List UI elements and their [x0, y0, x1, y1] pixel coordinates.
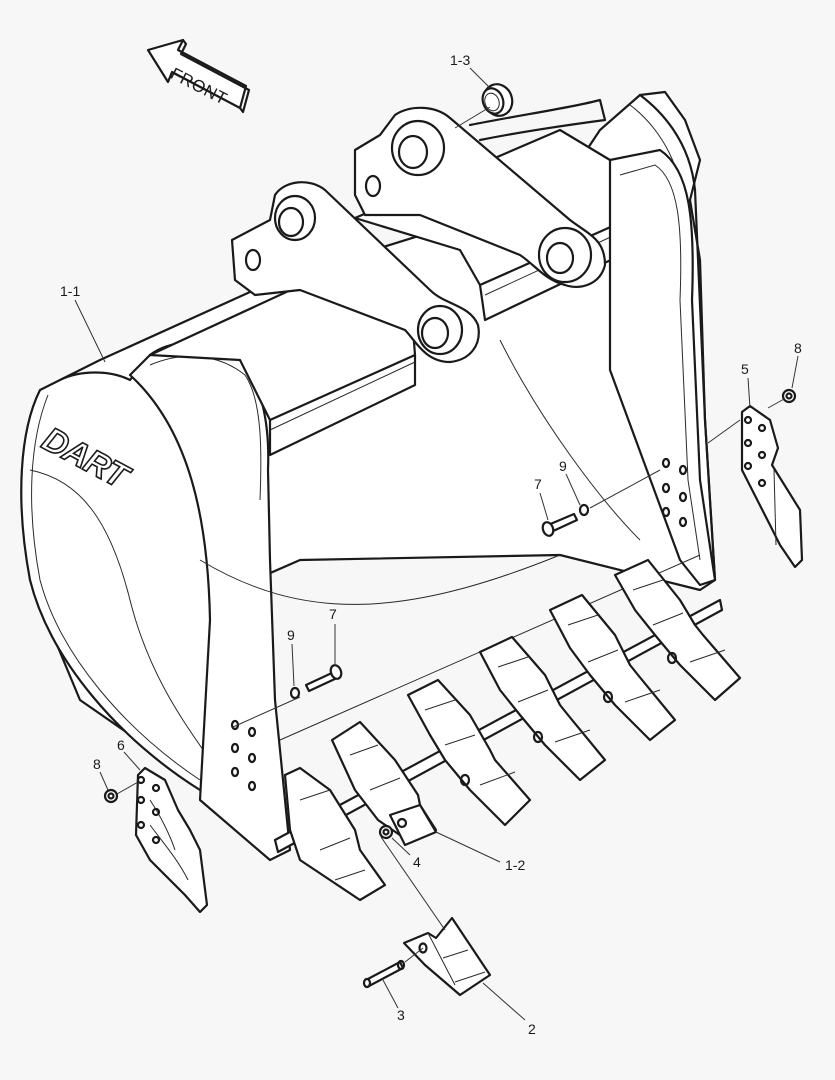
- callout-6: 6: [117, 737, 125, 753]
- lock-washer-part: [378, 824, 394, 840]
- nut-right: [781, 388, 797, 404]
- callout-9-right: 9: [559, 458, 567, 474]
- bushing-part: [481, 83, 514, 117]
- pin-part: [362, 959, 406, 989]
- callout-8-left: 8: [93, 756, 101, 772]
- callout-3: 3: [397, 1007, 405, 1023]
- bolt-left: [304, 664, 343, 693]
- callout-7-left: 7: [329, 606, 337, 622]
- callout-7-right: 7: [534, 476, 542, 492]
- callout-4: 4: [413, 854, 421, 870]
- tooth-4: [478, 635, 607, 782]
- washer-right: [578, 503, 590, 517]
- side-cutter-right: [740, 404, 804, 569]
- callout-2: 2: [528, 1021, 536, 1037]
- callout-9-left: 9: [287, 627, 295, 643]
- callout-8-right: 8: [794, 340, 802, 356]
- callout-1-3: 1-3: [450, 52, 471, 68]
- bolt-right: [541, 512, 579, 537]
- bucket-teeth: [283, 558, 742, 902]
- bolt-holes-right: [661, 457, 688, 528]
- callout-1-1: 1-1: [60, 283, 81, 299]
- side-cutter-left: [134, 766, 209, 914]
- tooth-3: [406, 678, 532, 827]
- mounting-bracket-right: [353, 106, 607, 288]
- callout-5: 5: [741, 361, 749, 377]
- tooth-part-exploded: [402, 916, 492, 997]
- front-arrow-icon: [146, 38, 251, 114]
- callout-1-2: 1-2: [505, 857, 526, 873]
- tooth-1: [283, 766, 387, 902]
- bolt-holes-left: [230, 719, 257, 792]
- washer-left: [289, 686, 301, 700]
- nut-left: [103, 788, 119, 804]
- tooth-6: [613, 558, 742, 702]
- tooth-5: [548, 593, 677, 742]
- mounting-bracket-left: [230, 181, 480, 364]
- leader-lines: [74, 67, 799, 1021]
